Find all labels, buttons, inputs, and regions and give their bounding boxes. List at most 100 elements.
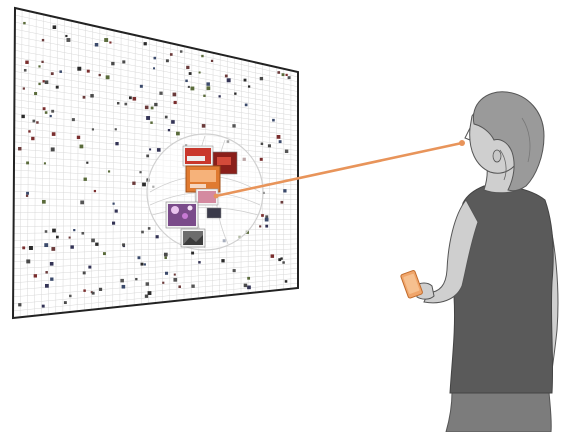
data-point[interactable] xyxy=(51,72,54,75)
data-point[interactable] xyxy=(151,107,154,110)
data-point[interactable] xyxy=(146,155,149,158)
data-point[interactable] xyxy=(145,295,148,298)
thumb-small-dark[interactable] xyxy=(207,208,221,218)
data-point[interactable] xyxy=(248,85,250,87)
data-point[interactable] xyxy=(77,136,80,139)
data-point[interactable] xyxy=(278,258,281,261)
data-point[interactable] xyxy=(92,292,95,295)
data-point[interactable] xyxy=(188,86,190,88)
data-point[interactable] xyxy=(225,75,228,78)
data-point[interactable] xyxy=(148,291,152,295)
data-point[interactable] xyxy=(285,150,288,153)
data-point[interactable] xyxy=(21,115,24,118)
thumb-grey-landscape[interactable] xyxy=(181,229,205,247)
thumb-purple-flowers[interactable] xyxy=(166,202,198,228)
data-point[interactable] xyxy=(166,59,169,62)
data-point[interactable] xyxy=(95,243,98,246)
data-point[interactable] xyxy=(156,235,159,238)
data-point[interactable] xyxy=(22,246,25,249)
data-point[interactable] xyxy=(286,74,288,76)
data-point[interactable] xyxy=(80,145,84,149)
data-point[interactable] xyxy=(138,256,141,259)
data-point[interactable] xyxy=(178,285,181,288)
data-point[interactable] xyxy=(42,39,44,41)
data-point[interactable] xyxy=(244,284,248,288)
data-point[interactable] xyxy=(109,41,111,43)
data-point[interactable] xyxy=(26,195,28,197)
data-point[interactable] xyxy=(244,79,247,82)
data-point[interactable] xyxy=(115,128,117,130)
data-point[interactable] xyxy=(173,278,177,282)
data-point[interactable] xyxy=(106,75,110,79)
data-point[interactable] xyxy=(201,55,203,57)
data-point[interactable] xyxy=(51,247,55,251)
data-point[interactable] xyxy=(159,92,162,95)
data-point[interactable] xyxy=(282,73,285,76)
data-point[interactable] xyxy=(180,50,182,52)
data-point[interactable] xyxy=(171,120,175,124)
data-point[interactable] xyxy=(83,271,86,274)
data-point[interactable] xyxy=(283,189,286,192)
data-point[interactable] xyxy=(38,83,40,85)
data-point[interactable] xyxy=(115,142,118,145)
data-point[interactable] xyxy=(92,128,94,130)
thumb-red-car[interactable] xyxy=(183,146,213,166)
data-point[interactable] xyxy=(82,232,85,235)
handheld-phone[interactable] xyxy=(400,270,423,299)
data-point[interactable] xyxy=(52,132,56,136)
data-point[interactable] xyxy=(162,282,164,284)
data-point[interactable] xyxy=(146,282,149,285)
data-point[interactable] xyxy=(165,272,168,275)
data-point[interactable] xyxy=(148,227,151,230)
data-point[interactable] xyxy=(164,253,168,257)
data-point[interactable] xyxy=(104,38,108,42)
data-point[interactable] xyxy=(18,147,21,150)
data-point[interactable] xyxy=(73,229,75,231)
data-point[interactable] xyxy=(189,72,192,75)
data-point[interactable] xyxy=(174,274,176,276)
data-point[interactable] xyxy=(86,162,88,164)
data-point[interactable] xyxy=(268,144,271,147)
data-point[interactable] xyxy=(265,218,269,222)
data-point[interactable] xyxy=(129,96,132,99)
data-point[interactable] xyxy=(91,239,95,243)
data-point[interactable] xyxy=(38,65,40,67)
data-point[interactable] xyxy=(245,104,248,107)
data-point[interactable] xyxy=(144,42,147,45)
data-point[interactable] xyxy=(117,102,119,104)
data-point[interactable] xyxy=(53,25,57,29)
data-point[interactable] xyxy=(84,178,87,181)
data-point[interactable] xyxy=(51,110,54,113)
data-point[interactable] xyxy=(31,137,34,140)
data-point[interactable] xyxy=(202,124,206,128)
data-point[interactable] xyxy=(80,201,84,205)
data-point[interactable] xyxy=(247,286,251,290)
data-point[interactable] xyxy=(41,61,43,63)
data-point[interactable] xyxy=(42,305,45,308)
data-point[interactable] xyxy=(83,96,86,99)
data-point[interactable] xyxy=(191,285,194,288)
data-point[interactable] xyxy=(88,266,91,269)
data-point[interactable] xyxy=(234,92,236,94)
data-point[interactable] xyxy=(45,271,47,273)
data-point[interactable] xyxy=(285,280,288,283)
data-point[interactable] xyxy=(288,76,291,79)
data-point[interactable] xyxy=(113,203,115,205)
data-point[interactable] xyxy=(52,229,56,233)
data-point[interactable] xyxy=(77,67,81,71)
data-point[interactable] xyxy=(282,261,284,263)
data-point[interactable] xyxy=(43,107,46,110)
data-point[interactable] xyxy=(219,95,221,97)
data-point[interactable] xyxy=(174,101,177,104)
data-point[interactable] xyxy=(144,263,146,265)
data-point[interactable] xyxy=(132,182,135,185)
data-point[interactable] xyxy=(227,78,231,82)
data-point[interactable] xyxy=(221,259,224,262)
data-point[interactable] xyxy=(153,67,155,69)
data-point[interactable] xyxy=(150,121,152,123)
data-point[interactable] xyxy=(165,116,168,119)
data-point[interactable] xyxy=(260,158,263,161)
data-point[interactable] xyxy=(94,190,96,192)
data-point[interactable] xyxy=(108,170,110,172)
data-point[interactable] xyxy=(141,263,144,266)
